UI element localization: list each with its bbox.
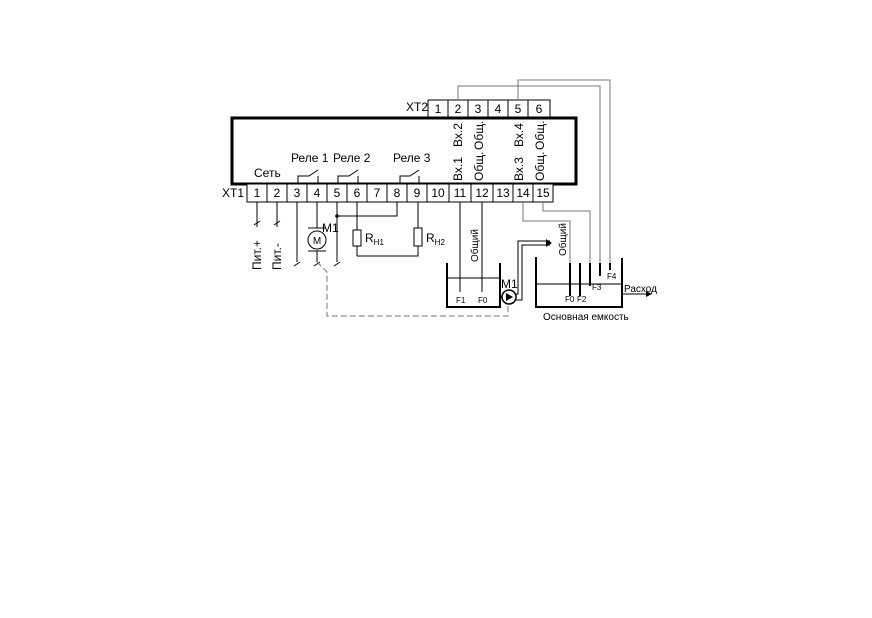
label-main-tank: Основная емкость <box>543 312 629 323</box>
motor-symbol <box>307 230 327 250</box>
label-rh1: RН1 <box>365 231 384 247</box>
xt2-pin-2: 2 <box>455 102 462 116</box>
pump-arrow-icon <box>506 293 513 301</box>
motor-letter: M <box>313 236 321 247</box>
xt1-pin-5: 5 <box>334 186 341 200</box>
motor-circuit <box>293 202 321 267</box>
xt1-pin-6: 6 <box>354 186 361 200</box>
pump-label: M1 <box>501 277 518 291</box>
label-common-xt2-3: Общ. <box>472 121 486 150</box>
xt1-pin-3: 3 <box>294 186 301 200</box>
relay-2-contact <box>337 169 359 184</box>
controller-body <box>230 116 578 186</box>
label-small-tank-f1: F1 <box>456 296 466 305</box>
label-in2: Вх.2 <box>451 123 465 147</box>
xt1-pin-1: 1 <box>254 186 261 200</box>
xt1-pin-7: 7 <box>374 186 381 200</box>
label-relay-3: Реле 3 <box>393 151 431 165</box>
xt1-label: XT1 <box>222 186 244 200</box>
relay-3-contact <box>399 169 420 184</box>
label-main-f0: F0 <box>565 295 575 304</box>
label-mains: Сеть <box>254 166 281 180</box>
label-rh2: RН2 <box>426 231 445 247</box>
xt1-pin-11: 11 <box>454 186 467 200</box>
xt1-pin-8: 8 <box>394 186 401 200</box>
xt1-pin-4: 4 <box>314 186 321 200</box>
xt2-probe-wires <box>457 79 611 270</box>
xt1-pin-14: 14 <box>516 186 530 200</box>
label-power-minus: Пит.- <box>270 243 284 270</box>
relay-1-contact <box>297 169 319 184</box>
label-outflow: Расход <box>624 284 657 295</box>
label-relay-1: Реле 1 <box>291 151 329 165</box>
label-common-xt2-6: Общ. <box>533 121 547 150</box>
label-small-tank-common: Общий <box>469 229 481 262</box>
power-leads <box>253 202 281 227</box>
label-small-tank-f0: F0 <box>478 296 488 305</box>
xt2-pin-4: 4 <box>495 102 502 116</box>
label-power-plus: Пит.+ <box>250 240 264 270</box>
xt1-pin-15: 15 <box>536 186 550 200</box>
xt2-pin-1: 1 <box>435 102 442 116</box>
label-in4: Вх.4 <box>512 123 526 147</box>
pump-control-line <box>316 261 509 317</box>
label-main-f4: F4 <box>607 272 617 281</box>
heater-rh2 <box>413 227 423 247</box>
motor-label: M1 <box>322 221 339 235</box>
pipeline <box>500 239 552 301</box>
label-main-f3: F3 <box>592 283 602 292</box>
label-in3: Вх.3 <box>512 157 526 181</box>
xt1-pin-2: 2 <box>274 186 281 200</box>
xt2-pin-6: 6 <box>536 102 543 116</box>
small-tank <box>446 263 501 308</box>
xt1-pin-9: 9 <box>414 186 421 200</box>
label-main-f2: F2 <box>577 295 587 304</box>
xt1-pin-10: 10 <box>431 186 445 200</box>
xt1-terminal-block: 1 2 3 4 5 6 7 8 9 10 11 12 13 14 15 <box>246 183 554 203</box>
main-tank <box>535 257 623 308</box>
xt1-pin-12: 12 <box>475 186 489 200</box>
label-relay-2: Реле 2 <box>333 151 371 165</box>
heater-rh1 <box>352 229 362 247</box>
xt1-pin-13: 13 <box>496 186 510 200</box>
xt1-probe-wires <box>459 202 591 292</box>
label-in1: Вх.1 <box>451 157 465 181</box>
main-tank-probes <box>569 263 611 296</box>
heater-circuit <box>333 202 419 267</box>
xt2-label: XT2 <box>406 100 428 114</box>
xt2-terminal-block: 1 2 3 4 5 6 <box>427 99 551 119</box>
outflow-arrow-icon <box>646 291 652 297</box>
xt2-pin-5: 5 <box>515 102 522 116</box>
label-common-xt1-12: Общ. <box>472 152 486 181</box>
label-main-tank-common: Общий <box>557 223 569 256</box>
label-common-xt1-15: Общ. <box>533 152 547 181</box>
xt2-pin-3: 3 <box>475 102 482 116</box>
